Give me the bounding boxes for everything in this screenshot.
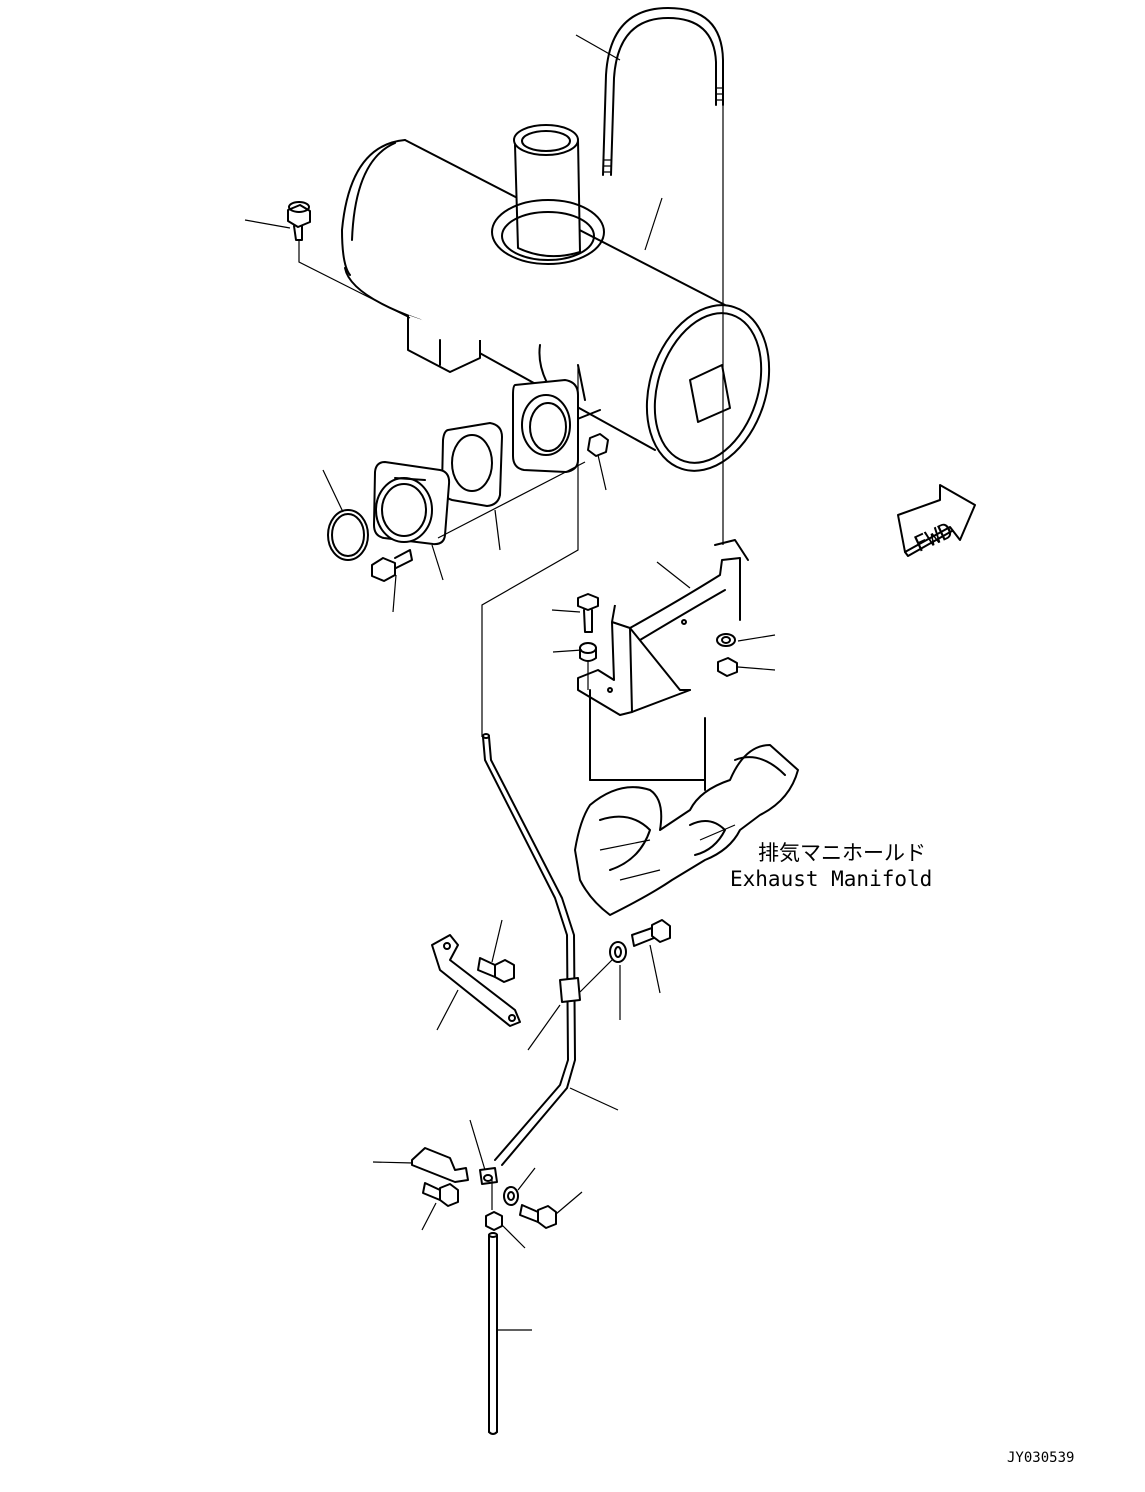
gasket [441, 422, 503, 507]
fwd-arrow: FWD [897, 484, 976, 558]
adapter-pipe [373, 461, 451, 546]
tube-clamp-bracket [431, 934, 521, 1027]
washer-mid [609, 941, 627, 963]
manifold-label-en: Exhaust Manifold [730, 867, 932, 891]
exhaust-manifold [574, 689, 799, 916]
callout-leaders [244, 34, 776, 1331]
tail-tube [488, 1232, 498, 1435]
bolt-adapter [371, 549, 413, 582]
nut-lower [485, 1211, 503, 1231]
drawing-number: JY030539 [1007, 1450, 1074, 1466]
bent-tube-top [602, 7, 724, 176]
bolt-lower-right [519, 1204, 557, 1229]
assembly-lines [298, 105, 724, 1210]
bolt-mid [631, 919, 671, 947]
washer-right [716, 633, 736, 647]
manifold-label-jp: 排気マニホールド [758, 841, 926, 865]
drain-tube [482, 733, 581, 1166]
spacer-collar [579, 642, 597, 662]
muffler-outlet-flange [512, 379, 579, 473]
clamp-lower [479, 1167, 498, 1185]
bolt-bracket-top [577, 593, 599, 633]
bolt-muffler-bracket [287, 201, 311, 241]
flange-nut [587, 433, 609, 457]
nut-right [717, 657, 738, 677]
o-ring [327, 509, 369, 561]
small-bracket-lower [411, 1147, 469, 1183]
washer-lower [503, 1186, 519, 1206]
muffler-support-bracket [577, 539, 749, 716]
bolt-clamp-bracket [477, 957, 515, 983]
bolt-lower-left [422, 1182, 459, 1207]
